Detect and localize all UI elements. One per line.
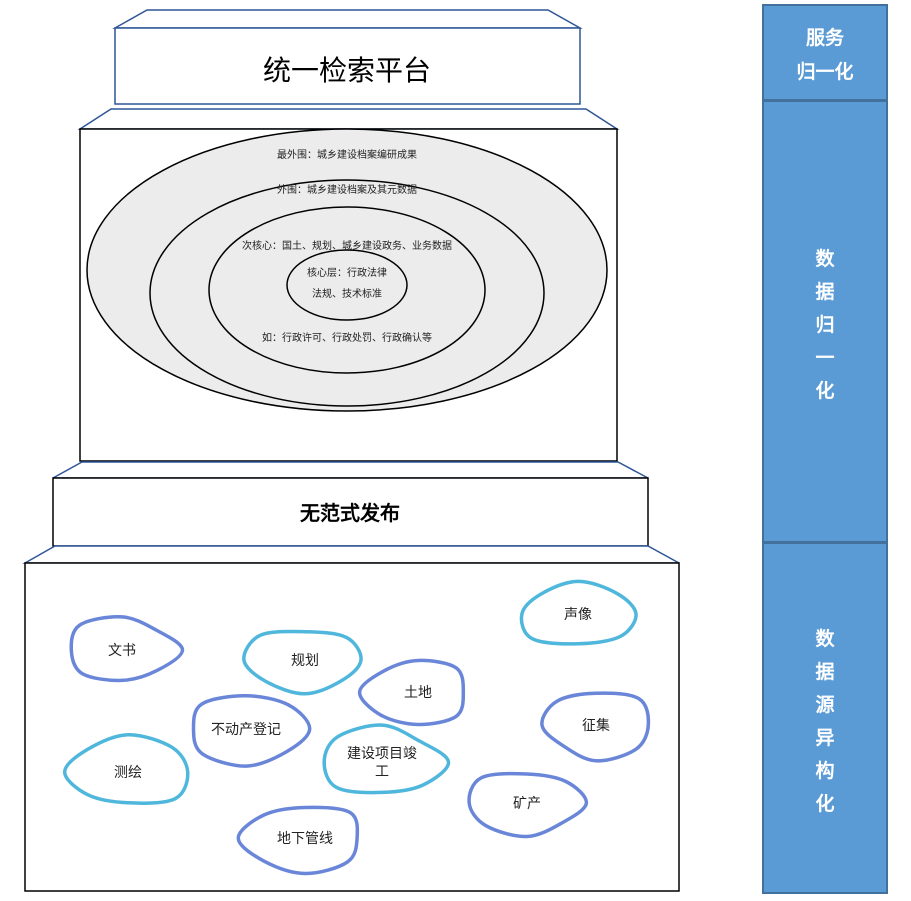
side-label-service-line1: 服务 [806,26,845,49]
publish-tier-bevel [52,461,649,479]
bubble-label: 工 [375,764,389,780]
data-source-bubble: 征集 [540,691,651,763]
ring-label-sub-core: 次核心：国土、规划、城乡建设政务、业务数据 [242,239,452,252]
bubble-outline [519,579,638,646]
bubble-label: 征集 [582,717,610,734]
top-platform-bevel [112,9,583,29]
side-label-data-hetero-4: 异 [815,727,834,749]
side-label-data-hetero-1: 数 [815,627,835,650]
data-source-bubble: 土地 [357,658,466,727]
bubble-label: 文书 [108,643,136,659]
side-label-data-unify-3: 归 [815,313,834,336]
bubble-label: 声像 [564,607,592,623]
side-column: 服务 归一化 数 据 归 一 化 数 据 源 异 构 化 [762,4,888,894]
bubble-outline [357,658,466,727]
publish-tier-title: 无范式发布 [300,501,400,525]
side-label-service-line2: 归一化 [796,60,853,83]
side-box-data-unify [762,100,888,543]
bubble-outline [69,615,185,683]
data-source-bubble: 矿产 [467,771,589,839]
ring-label-outer: 外围：城乡建设档案及其元数据 [277,183,417,196]
side-box-data-hetero [762,542,888,894]
ring-label-outermost: 最外围：城乡建设档案编研成果 [277,148,417,161]
bubble-label: 土地 [404,685,432,701]
data-source-bubble: 不动产登记 [191,694,312,768]
ring-label-core-line1: 核心层：行政法律 [307,266,387,279]
side-label-data-hetero-6: 化 [815,792,834,815]
bubble-label: 地下管线 [277,831,333,847]
data-source-bubble: 测绘 [62,732,190,805]
data-source-bubble: 声像 [519,579,638,646]
ring-label-core-line2: 法规、技术标准 [312,287,382,300]
core-tier-bevel [77,108,620,130]
ring-label-sub-core-examples: 如：行政许可、行政处罚、行政确认等 [262,331,432,344]
top-platform-title: 统一检索平台 [263,54,431,87]
bubble-label: 不动产登记 [211,722,281,738]
bubble-outline [540,691,651,763]
bubble-label: 矿产 [513,796,541,812]
bubble-label: 建设项目竣 [347,746,417,762]
bubble-outline [236,805,360,876]
bubble-outline [322,723,451,795]
data-source-bubble: 地下管线 [236,805,360,876]
bubble-label: 测绘 [114,765,142,781]
side-label-data-unify-4: 一 [815,347,834,369]
bubble-outline [242,629,363,696]
bubble-label: 规划 [291,653,319,669]
data-source-bubble: 文书 [69,615,185,683]
data-source-bubble: 规划 [242,629,363,696]
publish-tier: 无范式发布 [52,461,649,547]
side-label-data-hetero-3: 源 [815,693,834,716]
side-label-data-unify-1: 数 [815,247,835,270]
side-label-data-hetero-5: 构 [815,759,834,782]
side-label-data-hetero-2: 据 [815,660,834,683]
ring-core [286,249,408,321]
core-tier: 最外围：城乡建设档案编研成果 外围：城乡建设档案及其元数据 次核心：国土、规划、… [77,108,620,462]
data-source-bevel [22,545,680,564]
top-platform-tier: 统一检索平台 [112,9,583,105]
side-label-data-unify-2: 据 [815,280,834,303]
side-box-service [762,4,888,101]
bubble-outline [191,694,312,768]
side-label-data-unify-5: 化 [815,379,834,402]
top-platform-box [114,27,581,105]
bubble-outline [62,732,190,805]
bubble-outline [467,771,589,839]
